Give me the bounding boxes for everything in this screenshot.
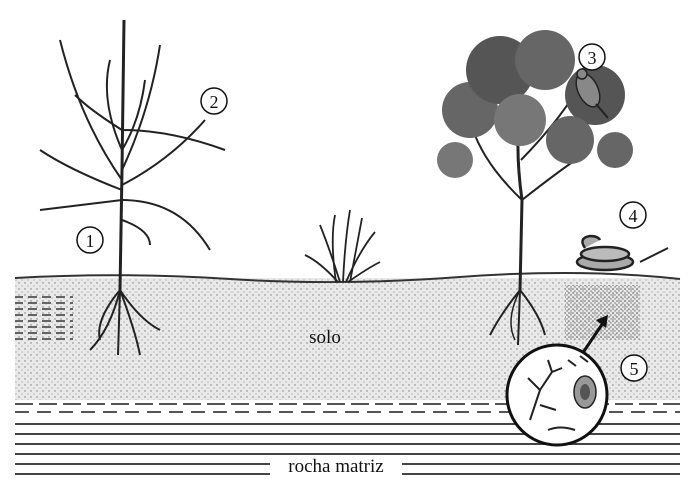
marker-4-number: 4	[629, 206, 638, 226]
marker-2-number: 2	[210, 92, 219, 112]
marker-1: 1	[77, 227, 103, 253]
marker-5-number: 5	[630, 359, 639, 379]
grass-tuft-icon	[305, 210, 380, 282]
marker-3-number: 3	[588, 48, 597, 68]
marker-2: 2	[201, 88, 227, 114]
marker-5: 5	[621, 355, 647, 381]
snake-icon	[577, 236, 668, 270]
marker-4: 4	[620, 202, 646, 228]
bedrock-label: rocha matriz	[288, 456, 383, 477]
marker-1-number: 1	[86, 231, 95, 251]
soil-label: solo	[309, 327, 341, 348]
marker-3: 3	[579, 44, 605, 70]
